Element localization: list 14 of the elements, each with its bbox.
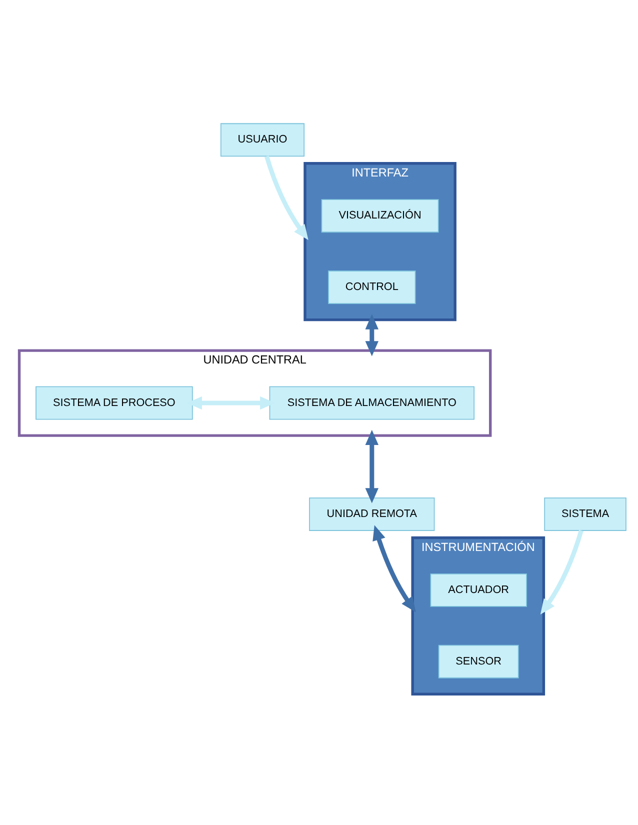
arrow xyxy=(540,530,584,614)
node-box: VISUALIZACIÓN xyxy=(321,199,439,233)
arrow xyxy=(264,156,308,240)
node-box: ACTUADOR xyxy=(430,573,527,607)
node-box: SISTEMA xyxy=(544,498,626,531)
node-box: SENSOR xyxy=(438,644,519,678)
arrow xyxy=(372,525,416,612)
node-box: SISTEMA DE ALMACENAMIENTO xyxy=(269,386,475,420)
arrow xyxy=(365,430,379,504)
node-box: SISTEMA DE PROCESO xyxy=(36,386,193,420)
arrow xyxy=(365,314,379,356)
node-box: USUARIO xyxy=(220,123,305,157)
node-box: UNIDAD REMOTA xyxy=(309,498,435,531)
node-box: CONTROL xyxy=(328,270,416,304)
